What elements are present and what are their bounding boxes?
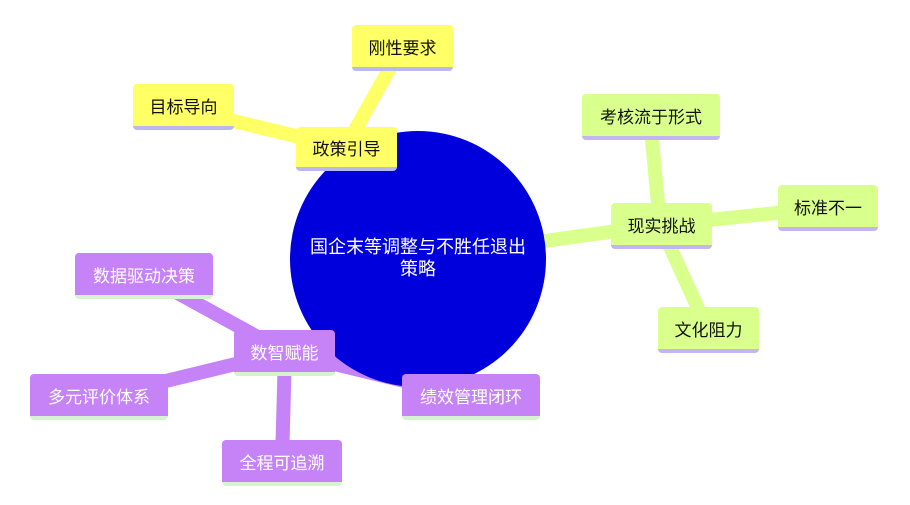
node-performance-loop[interactable]: 绩效管理闭环: [402, 374, 540, 420]
node-cultural-resistance[interactable]: 文化阻力: [658, 307, 759, 353]
node-reality-challenge[interactable]: 现实挑战: [611, 203, 712, 249]
node-data-driven-label: 数据驱动决策: [93, 266, 195, 287]
node-goal-oriented[interactable]: 目标导向: [133, 84, 234, 130]
node-multi-evaluation-label: 多元评价体系: [48, 387, 150, 408]
node-cultural-resistance-label: 文化阻力: [674, 320, 743, 341]
node-performance-loop-label: 绩效管理闭环: [420, 387, 522, 408]
node-formality-label: 考核流于形式: [600, 107, 702, 128]
node-multi-evaluation[interactable]: 多元评价体系: [30, 374, 168, 420]
node-digital-empowerment-label: 数智赋能: [250, 343, 319, 364]
node-policy-guidance-label: 政策引导: [312, 139, 381, 160]
node-inconsistent-standards-label: 标准不一: [794, 198, 862, 219]
node-data-driven[interactable]: 数据驱动决策: [75, 253, 213, 299]
node-traceable[interactable]: 全程可追溯: [222, 440, 342, 486]
node-formality[interactable]: 考核流于形式: [582, 94, 720, 140]
root-node-label: 国企末等调整与不胜任退出 策略: [310, 237, 526, 280]
node-digital-empowerment[interactable]: 数智赋能: [234, 330, 335, 376]
node-policy-guidance[interactable]: 政策引导: [296, 127, 397, 171]
node-goal-oriented-label: 目标导向: [149, 97, 218, 118]
node-traceable-label: 全程可追溯: [239, 453, 325, 474]
node-rigid-requirement[interactable]: 刚性要求: [352, 25, 453, 71]
node-rigid-requirement-label: 刚性要求: [368, 38, 437, 59]
node-inconsistent-standards[interactable]: 标准不一: [778, 185, 878, 231]
node-reality-challenge-label: 现实挑战: [627, 216, 696, 237]
